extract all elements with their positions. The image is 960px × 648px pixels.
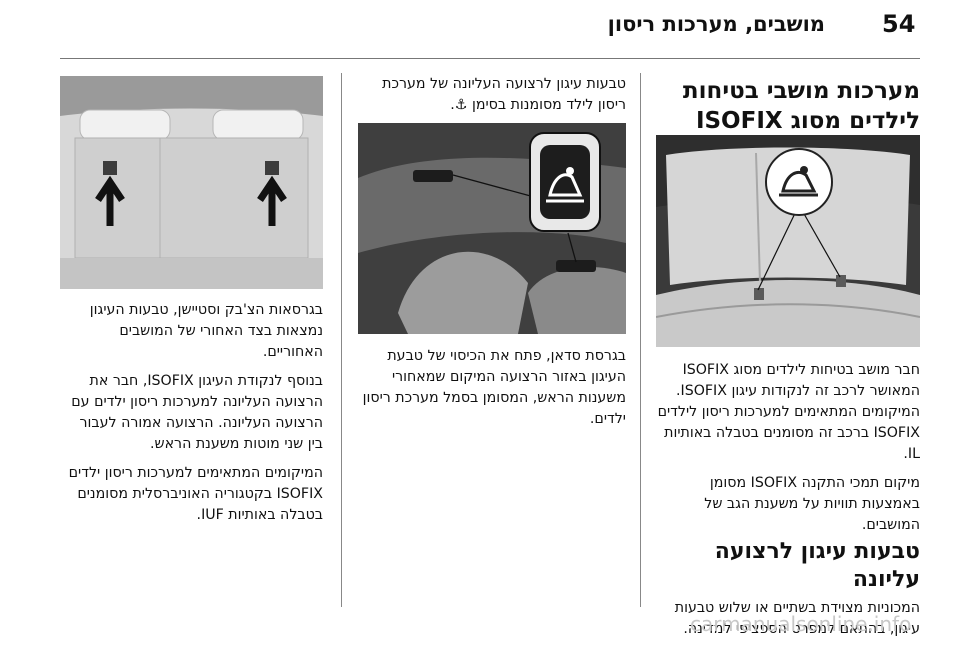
column-divider	[341, 73, 342, 607]
right-column: מערכות מושבי בטיחות לילדים מסוג ISOFIX	[656, 76, 920, 136]
section-heading-top-tether: טבעות עיגון לרצועה עליונה	[714, 539, 920, 592]
left-column-text: בגרסאות הצ'בק וסטיישן, טבעות העיגון נמצא…	[60, 300, 323, 534]
child-seat-icon	[546, 167, 584, 203]
figure-rear-seat-isofix	[656, 135, 920, 347]
right-column-lower: טבעות עיגון לרצועה עליונה המכוניות מצויד…	[656, 538, 920, 648]
figure-cargo-tether-anchors	[60, 76, 323, 289]
page-header: 54 מושבים, מערכות ריסון	[0, 0, 960, 60]
watermark: carmanualsonline.info	[690, 612, 912, 636]
middle-column-bottom: בגרסת סדאן, פתח את הכיסוי של טבעת העיגון…	[356, 346, 626, 438]
paragraph: בגרסת סדאן, פתח את הכיסוי של טבעת העיגון…	[362, 348, 626, 427]
header-rule	[60, 58, 920, 59]
paragraph: חבר מושב בטיחות לילדים מסוג ISOFIX המאוש…	[657, 362, 920, 462]
paragraph: המיקומים המתאימים למערכות ריסון ילדים IS…	[68, 465, 323, 523]
paragraph: מיקום תמכי התקנה ISOFIX מסומן באמצעות תו…	[704, 475, 920, 533]
right-column-text: חבר מושב בטיחות לילדים מסוג ISOFIX המאוש…	[656, 360, 920, 544]
figure-tether-cover	[358, 123, 626, 334]
paragraph: בגרסאות הצ'בק וסטיישן, טבעות העיגון נמצא…	[89, 302, 323, 360]
child-seat-icon	[779, 166, 818, 197]
section-heading-isofix: מערכות מושבי בטיחות לילדים מסוג ISOFIX	[682, 78, 920, 134]
paragraph: טבעות עיגון לרצועה העליונה של מערכת ריסו…	[382, 76, 626, 113]
page-number: 54	[882, 10, 916, 38]
paragraph: המכוניות מצוידת בשתיים או שלוש טבעות עיג…	[674, 600, 920, 637]
middle-column-top: טבעות עיגון לרצועה העליונה של מערכת ריסו…	[356, 74, 626, 124]
column-divider	[640, 73, 641, 607]
running-title: מושבים, מערכות ריסון	[607, 12, 825, 36]
paragraph: בנוסף לנקודת העיגון ISOFIX, חבר את הרצוע…	[71, 373, 323, 452]
